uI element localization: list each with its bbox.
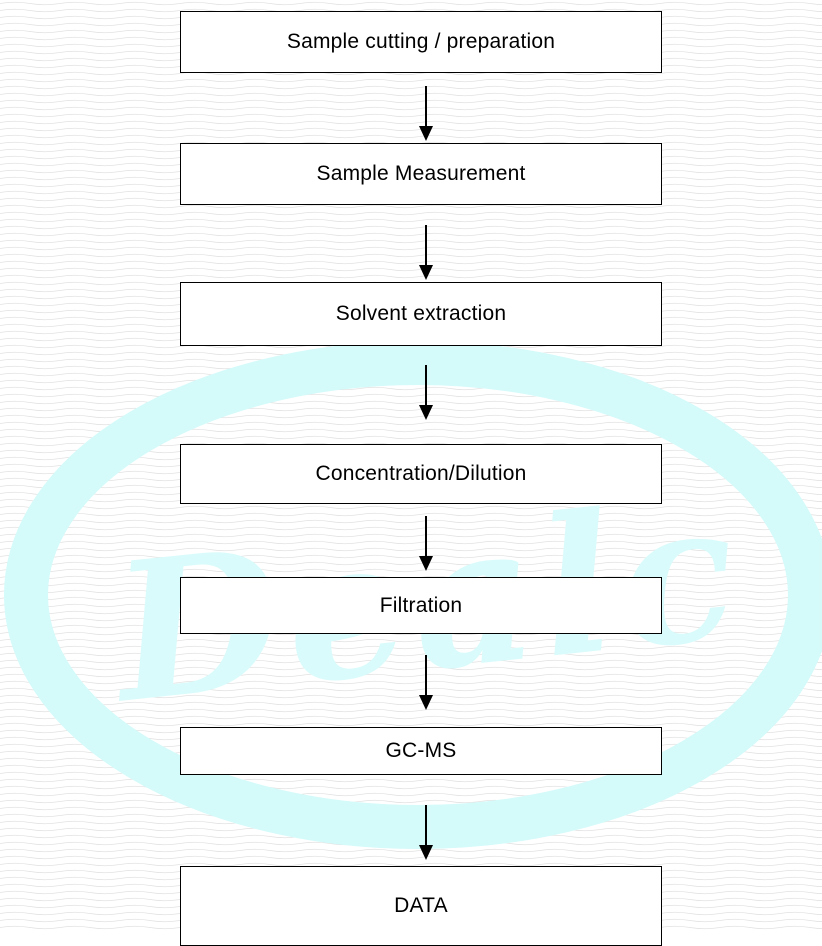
arrow-down-icon: [419, 86, 433, 141]
arrow-down-icon: [419, 655, 433, 710]
step-label: Sample cutting / preparation: [286, 30, 556, 53]
step-label: Sample Measurement: [316, 162, 526, 185]
step-label: GC-MS: [385, 739, 457, 762]
arrow-down-icon: [419, 805, 433, 860]
step-data: DATA: [180, 866, 662, 946]
watermark-ring: [4, 341, 822, 849]
step-sample-measurement: Sample Measurement: [180, 143, 662, 205]
step-label: Concentration/Dilution: [315, 462, 527, 485]
step-label: Solvent extraction: [335, 302, 507, 325]
step-label: Filtration: [379, 593, 463, 617]
arrow-down-icon: [419, 516, 433, 571]
arrow-down-icon: [419, 365, 433, 420]
step-gc-ms: GC-MS: [180, 727, 662, 775]
step-sample-cutting: Sample cutting / preparation: [180, 11, 662, 73]
step-label: DATA: [394, 894, 448, 917]
step-concentration-dilution: Concentration/Dilution: [180, 444, 662, 504]
step-solvent-extraction: Solvent extraction: [180, 282, 662, 346]
step-filtration: Filtration: [180, 577, 662, 634]
arrow-down-icon: [419, 225, 433, 280]
